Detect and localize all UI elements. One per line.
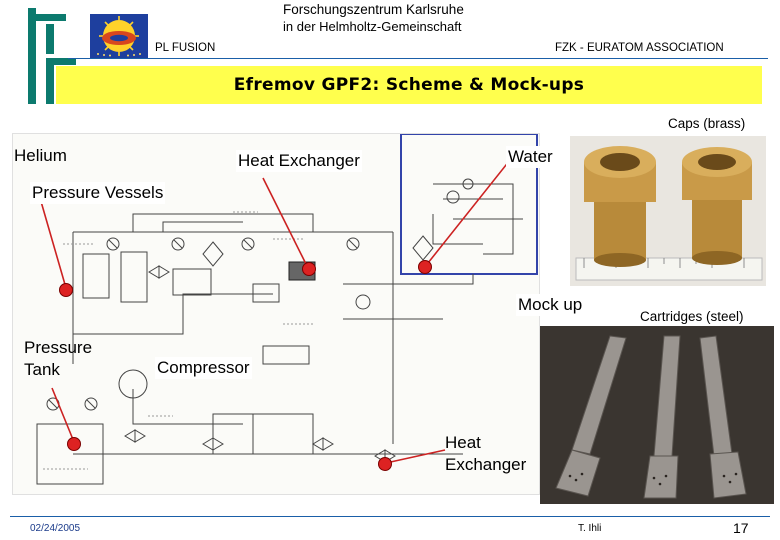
page-number: 17 bbox=[733, 520, 749, 536]
label-helium: Helium bbox=[14, 146, 67, 165]
left-label: PL FUSION bbox=[155, 42, 216, 54]
pointer-dot-heat-exchanger bbox=[302, 262, 316, 276]
label-pressure-tank-line1: Pressure bbox=[24, 338, 93, 357]
decor-bar-vertical-3 bbox=[46, 58, 54, 104]
label-heat-exchanger-bottom: Heat Exchanger bbox=[445, 432, 526, 476]
right-label: FZK - EURATOM ASSOCIATION bbox=[555, 42, 724, 54]
pointer-dot-heat-exchanger-bottom bbox=[378, 457, 392, 471]
label-heat-exchanger-bottom-line2: Exchanger bbox=[445, 455, 527, 475]
footer-date: 02/24/2005 bbox=[30, 523, 81, 534]
label-pressure-vessels: Pressure Vessels bbox=[30, 182, 166, 205]
fusion-logo-icon bbox=[90, 14, 148, 58]
pointer-dot-water bbox=[418, 260, 432, 274]
decor-bar-vertical-2 bbox=[46, 24, 54, 54]
caps-caption: Caps (brass) bbox=[668, 116, 746, 131]
org-subtitle: in der Helmholtz-Gemeinschaft bbox=[283, 19, 462, 34]
cartridges-photo bbox=[540, 326, 774, 504]
footer-author: T. Ihli bbox=[578, 523, 602, 534]
caps-photo bbox=[570, 136, 766, 286]
decor-bar-vertical-1 bbox=[28, 8, 36, 104]
pointer-dot-pressure-vessels bbox=[59, 283, 73, 297]
slide-title: Efremov GPF2: Scheme & Mock-ups bbox=[233, 75, 585, 95]
pointer-dot-pressure-tank bbox=[67, 437, 81, 451]
decor-bar-horizontal-2 bbox=[46, 58, 76, 65]
header-divider bbox=[68, 58, 768, 59]
footer-divider bbox=[10, 516, 770, 517]
title-band: Efremov GPF2: Scheme & Mock-ups bbox=[56, 66, 762, 104]
label-heat-exchanger-bottom-line1: Heat bbox=[445, 433, 481, 452]
label-heat-exchanger: Heat Exchanger bbox=[236, 150, 362, 173]
org-name: Forschungszentrum Karlsruhe bbox=[283, 2, 464, 17]
decor-bar-horizontal-1 bbox=[28, 14, 66, 21]
label-compressor: Compressor bbox=[155, 357, 252, 380]
label-pressure-tank: Pressure Tank bbox=[24, 337, 92, 381]
label-mock-up: Mock up bbox=[516, 294, 585, 317]
label-water: Water bbox=[506, 146, 555, 169]
cartridges-caption: Cartridges (steel) bbox=[640, 309, 744, 324]
label-pressure-tank-line2: Tank bbox=[24, 360, 60, 380]
